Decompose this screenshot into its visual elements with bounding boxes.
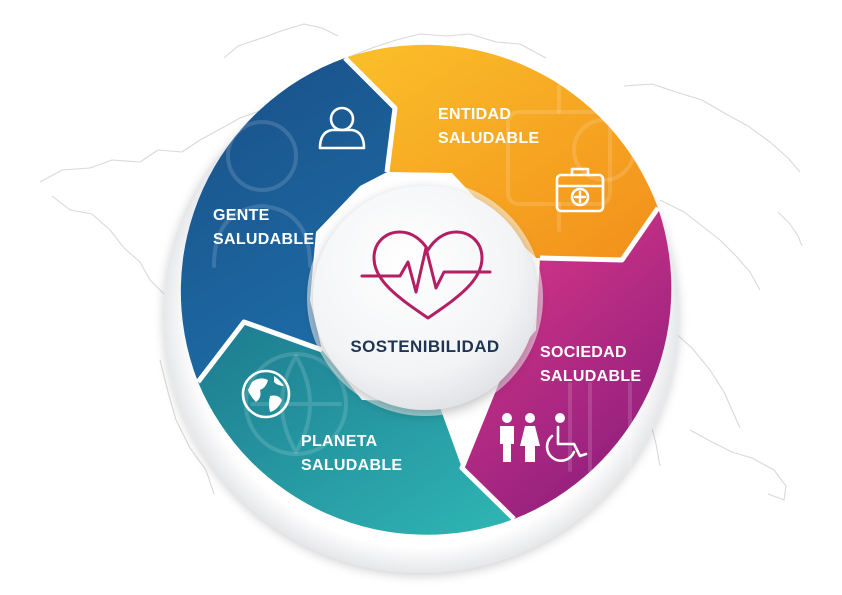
center-hub[interactable]: SOSTENIBILIDAD (307, 180, 543, 416)
segment-sociedad[interactable] (462, 208, 672, 519)
label-entidad: ENTIDAD SALUDABLE (438, 106, 539, 147)
user-icon (318, 106, 366, 150)
entidad-line2: SALUDABLE (438, 130, 539, 147)
sociedad-line2: SALUDABLE (540, 368, 641, 385)
globe-icon (241, 369, 291, 419)
label-gente: GENTE SALUDABLE (213, 207, 314, 248)
center-title: SOSTENIBILIDAD (350, 337, 499, 356)
planeta-line1: PLANETA (301, 433, 378, 450)
people-accessibility-icon (500, 413, 588, 462)
segment-separators (196, 56, 661, 521)
entidad-line1: ENTIDAD (438, 106, 511, 123)
planeta-line2: SALUDABLE (301, 457, 402, 474)
medical-kit-icon (555, 167, 605, 213)
heart-pulse-icon (360, 230, 492, 320)
gente-line1: GENTE (213, 207, 270, 224)
label-planeta: PLANETA SALUDABLE (301, 433, 402, 474)
segment-gente[interactable] (180, 58, 395, 382)
sociedad-line1: SOCIEDAD (540, 344, 627, 361)
label-sociedad: SOCIEDAD SALUDABLE (540, 344, 641, 385)
gente-line2: SALUDABLE (213, 231, 314, 248)
